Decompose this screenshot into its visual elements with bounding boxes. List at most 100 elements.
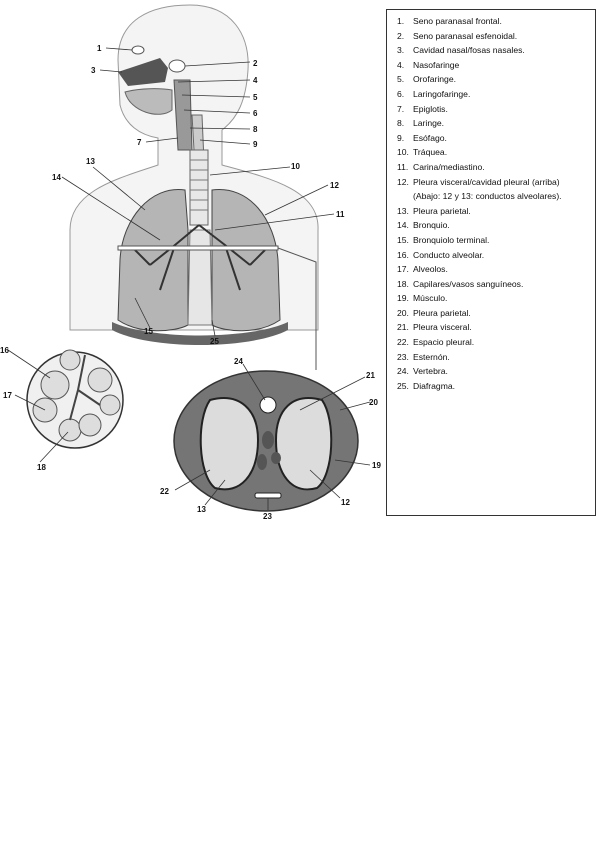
legend-item: 15. Bronquiolo terminal.: [391, 233, 591, 248]
legend-item: 6. Laringofaringe.: [391, 87, 591, 102]
legend-number: 5.: [397, 74, 405, 85]
legend-text-main: Pleura visceral.: [413, 322, 472, 333]
respiratory-system-diagram: 1 2 3 4 5 6 7 8 9 10 11 12 13 14 15 25 1…: [0, 4, 381, 521]
bronchial-tree: [134, 224, 266, 291]
legend-text-main: Tráquea.: [413, 147, 448, 158]
section-pointer: [277, 247, 317, 370]
legend-item: 19.Músculo.: [391, 291, 591, 306]
legend-item: 25. Diafragma.: [391, 379, 591, 394]
callout-23: 23: [263, 512, 272, 521]
legend-item: 14. Bronquio.: [391, 218, 591, 233]
diaphragm: [112, 322, 288, 345]
legend-item: 11.Carina/mediastino.: [391, 160, 591, 175]
legend-number: 6.: [397, 88, 405, 99]
sternum: [254, 492, 282, 499]
legend-text: Capilares/vasos sanguíneos.: [413, 277, 591, 292]
legend-text-main: Laringofaringe.: [413, 88, 471, 99]
sphenoidal-sinus: [168, 59, 186, 73]
callout-24: 24: [234, 357, 243, 366]
legend-text: Pleura visceral.: [413, 320, 591, 335]
callout-17: 17: [3, 391, 12, 400]
callout-21: 21: [366, 371, 375, 380]
right-pleural-cavity: [274, 397, 333, 491]
inset-vessels: [69, 354, 101, 421]
legend-item: 13.Pleura parietal.: [391, 204, 591, 219]
legend-text-main: Pleura visceral/cavidad pleural (arriba): [413, 176, 560, 187]
legend-item: 7. Epiglotis.: [391, 102, 591, 117]
legend-text: Epiglotis.: [413, 102, 591, 117]
legend-text-main: Esternón.: [413, 351, 450, 362]
legend-item: 8. Laringe.: [391, 116, 591, 131]
callout-1: 1: [97, 44, 102, 53]
legend-text: Orofaringe.: [413, 72, 591, 87]
trachea: [189, 149, 209, 226]
legend-item: 22.Espacio pleural.: [391, 335, 591, 350]
legend-text: Conducto alveolar.: [413, 248, 591, 263]
legend-item: 18.Capilares/vasos sanguíneos.: [391, 277, 591, 292]
legend-text-main: Vertebra.: [413, 366, 448, 377]
legend-list: 1. Seno paranasal frontal. 2. Seno paranasa…: [391, 14, 591, 393]
legend-number: 14.: [397, 220, 409, 231]
callout-15: 15: [144, 327, 153, 336]
legend-text: Bronquio.: [413, 218, 591, 233]
legend-text: Espacio pleural.: [413, 335, 591, 350]
legend-box: 1. Seno paranasal frontal. 2. Seno paranasa…: [386, 9, 596, 516]
legend-text: Laringe.: [413, 116, 591, 131]
legend-item: 10. Tráquea.: [391, 145, 591, 160]
trachea-rings: [190, 159, 208, 211]
legend-text: Pleura parietal.: [413, 306, 591, 321]
callout-22: 22: [160, 487, 169, 496]
left-lung: [117, 189, 189, 332]
legend-number: 4.: [397, 59, 405, 70]
legend-number: 7.: [397, 103, 405, 114]
legend-item: 4.Nasofaringe: [391, 58, 591, 73]
callout-2: 2: [253, 59, 258, 68]
legend-number: 15.: [397, 234, 409, 245]
callout-16: 16: [0, 346, 9, 355]
oral-cavity: [124, 88, 173, 115]
legend-text-main: Bronquio.: [413, 220, 450, 231]
legend-number: 10.: [397, 147, 409, 158]
legend-text: Laringofaringe.: [413, 87, 591, 102]
legend-item: 20.Pleura parietal.: [391, 306, 591, 321]
legend-number: 1.: [397, 16, 405, 26]
callout-10: 10: [291, 162, 300, 171]
callout-20: 20: [369, 398, 378, 407]
callout-13: 13: [86, 157, 95, 166]
legend-text-main: Orofaringe.: [413, 74, 456, 85]
left-pleural-cavity: [199, 397, 260, 491]
legend-item: 24.Vertebra.: [391, 364, 591, 379]
legend-item: 9.Esófago.: [391, 131, 591, 146]
legend-text: Esternón.: [413, 350, 591, 365]
legend-text-main: Cavidad nasal/fosas nasales.: [413, 45, 525, 56]
legend-number: 25.: [397, 380, 409, 391]
mediastinum: [187, 229, 213, 326]
callout-12: 12: [330, 181, 339, 190]
callout-8: 8: [253, 125, 258, 134]
callout-4: 4: [253, 76, 258, 85]
legend-number: 19.: [397, 293, 409, 304]
legend-item: 1. Seno paranasal frontal.: [391, 14, 591, 29]
legend-text: Seno paranasal frontal.: [413, 14, 591, 29]
callout-6: 6: [253, 109, 258, 118]
legend-text: Bronquiolo terminal.: [413, 233, 591, 248]
legend-text-main: Epiglotis.: [413, 103, 448, 114]
vertebra: [259, 396, 277, 414]
legend-number: 23.: [397, 351, 409, 362]
section-vessels: [257, 431, 281, 470]
legend-number: 8.: [397, 118, 405, 129]
legend-number: 11.: [397, 161, 409, 172]
callout-25: 25: [210, 337, 219, 346]
legend-text-main: Diafragma.: [413, 380, 456, 391]
legend-item: 17.Alveolos.: [391, 262, 591, 277]
legend-item: 5. Orofaringe.: [391, 72, 591, 87]
legend-number: 3.: [397, 45, 405, 56]
right-lung: [211, 189, 281, 332]
frontal-sinus: [131, 45, 145, 55]
legend-text-main: Seno paranasal esfenoidal.: [413, 30, 518, 41]
legend-text-main: Conducto alveolar.: [413, 249, 485, 260]
legend-text-main: Laringe.: [413, 118, 445, 129]
legend-number: 12.: [397, 176, 409, 187]
legend-text: Esófago.: [413, 131, 591, 146]
legend-number: 2.: [397, 30, 405, 41]
